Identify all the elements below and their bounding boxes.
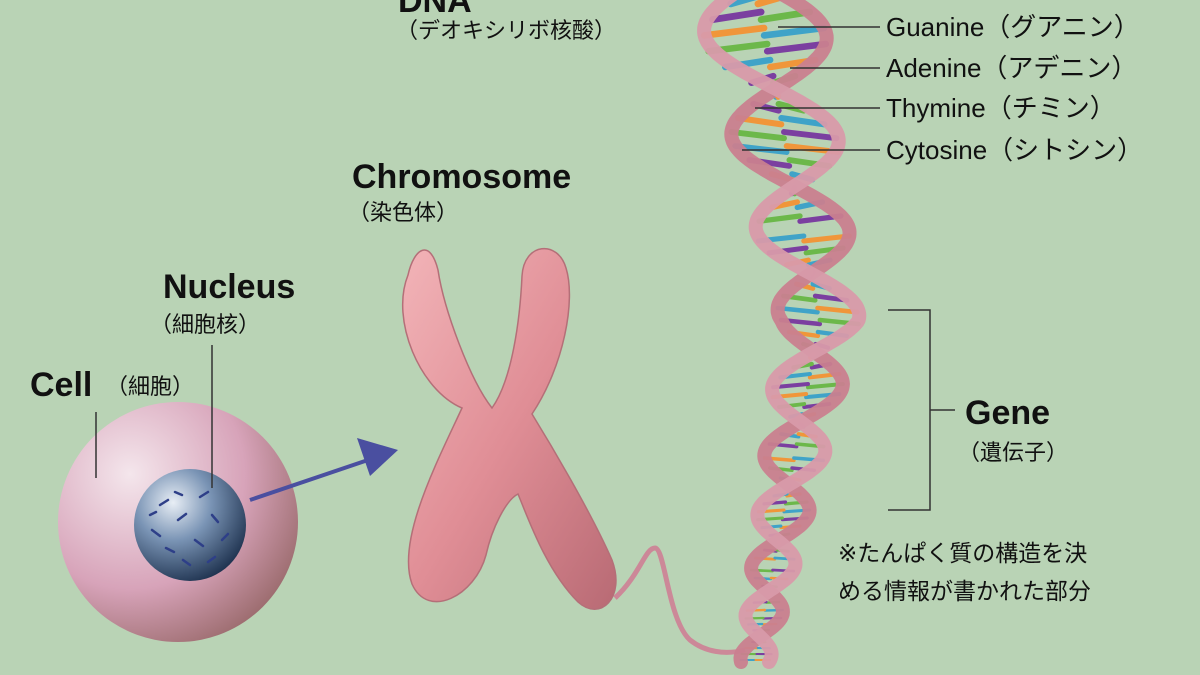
base-pair-rung <box>763 40 830 55</box>
chromosome-title: Chromosome <box>352 158 572 196</box>
base-pair-rung <box>781 129 840 142</box>
dna-subtitle: （デオキシリボ核酸） <box>396 18 617 43</box>
chromosome-subtitle: （染色体） <box>348 200 459 225</box>
cell-subtitle: （細胞） <box>106 374 195 399</box>
base-pair-rung <box>727 0 757 8</box>
chromatin-thread <box>613 545 746 655</box>
arrow-icon <box>249 438 398 502</box>
nucleus-title: Nucleus <box>163 268 296 306</box>
gene-note-line1: ※たんぱく質の構造を決 <box>838 540 1088 566</box>
dna-title: DNA <box>398 0 472 20</box>
adenine-label: Adenine（アデニン） <box>886 53 1138 83</box>
base-pair-rung <box>778 115 828 128</box>
base-pair-rung <box>754 0 784 8</box>
cell-illustration <box>58 402 298 642</box>
nucleus-body <box>134 469 246 581</box>
gene-subtitle: （遺伝子） <box>958 440 1069 465</box>
guanine-label: Guanine（グアニン） <box>886 12 1140 42</box>
chromosome-shape <box>401 248 617 610</box>
base-pair-rung <box>709 8 765 24</box>
cytosine-label: Cytosine（シトシン） <box>886 135 1144 165</box>
base-pair-rung <box>756 213 803 224</box>
cell-title: Cell <box>30 366 93 404</box>
dna-backbone-strand <box>724 0 857 669</box>
dna-backbone-strand <box>697 0 867 669</box>
base-pair-rung <box>728 129 787 142</box>
thymine-label: Thymine（チミン） <box>886 93 1116 123</box>
nucleus-chromatin <box>148 490 230 567</box>
base-pair-rung <box>760 24 828 39</box>
base-pair-rung <box>815 305 860 315</box>
base-pair-rung <box>801 233 852 244</box>
base-leader-lines <box>742 26 880 151</box>
gene-note-line2: める情報が書かれた部分 <box>838 578 1091 604</box>
nucleus-subtitle: （細胞核） <box>150 312 261 337</box>
gene-title: Gene <box>965 394 1051 432</box>
gene-bracket <box>888 309 931 511</box>
base-pair-rung <box>700 24 768 39</box>
dna-double-helix <box>697 0 867 669</box>
